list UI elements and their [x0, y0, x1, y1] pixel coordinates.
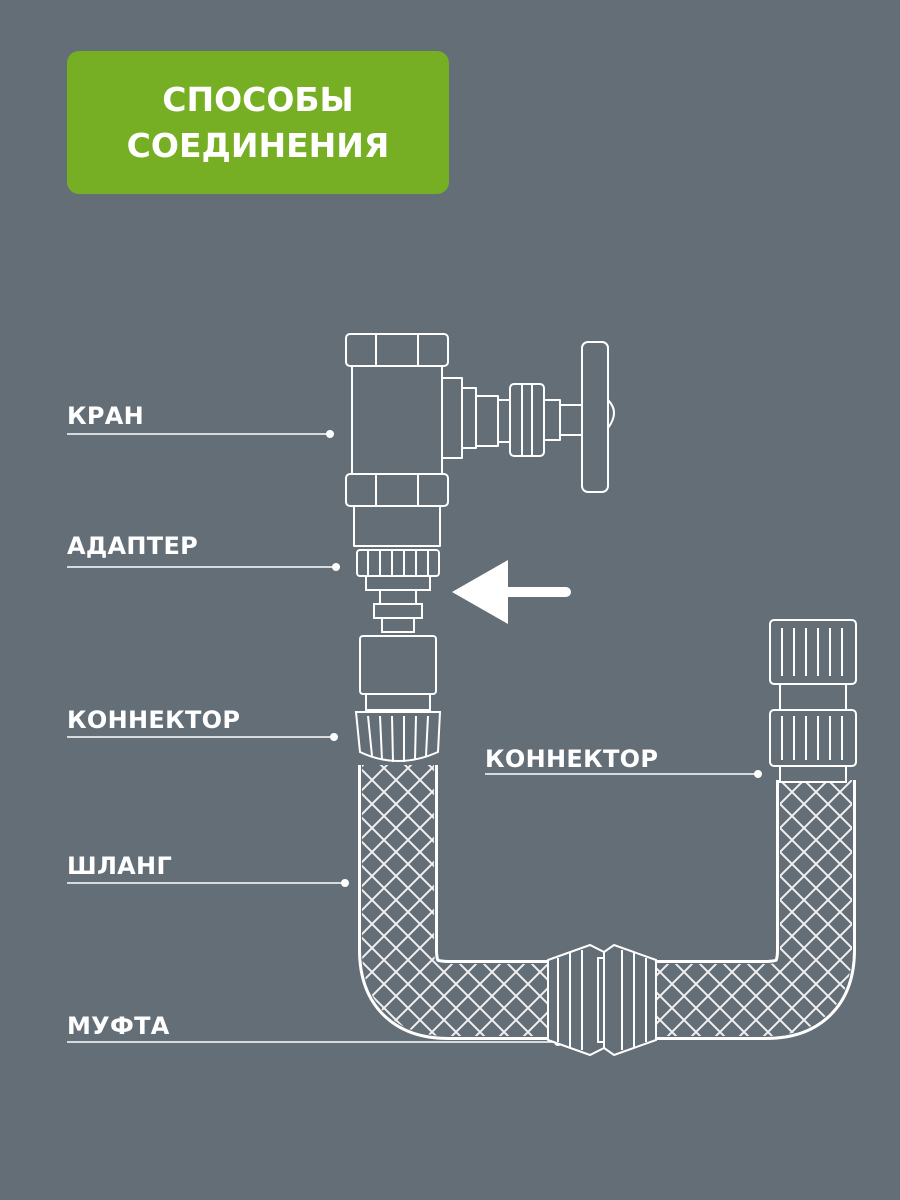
- faucet-icon: [345, 333, 615, 547]
- leader-hose-dot: [341, 879, 349, 887]
- adapter-icon: [356, 549, 440, 633]
- coupling-icon: [547, 943, 657, 1057]
- label-coupling: МУФТА: [67, 1012, 170, 1040]
- leader-connector-left-dot: [330, 733, 338, 741]
- label-kran: КРАН: [67, 402, 145, 430]
- leader-kran-dot: [326, 430, 334, 438]
- label-connector-right: КОННЕКТОР: [485, 745, 659, 773]
- label-adapter: АДАПТЕР: [67, 532, 199, 560]
- leader-adapter-dot: [332, 563, 340, 571]
- label-hose: ШЛАНГ: [67, 852, 173, 880]
- label-connector-left: КОННЕКТОР: [67, 706, 241, 734]
- leader-connector-right-dot: [754, 770, 762, 778]
- hose-icon: [358, 765, 856, 1040]
- connector-right-icon: [769, 619, 857, 783]
- title-box: СПОСОБЫ СОЕДИНЕНИЯ: [67, 51, 449, 194]
- arrow-left-icon: [452, 560, 571, 624]
- leader-lines: [67, 430, 762, 1046]
- connector-left-icon: [354, 635, 442, 763]
- title-line-2: СОЕДИНЕНИЯ: [126, 125, 390, 165]
- title-line-1: СПОСОБЫ: [162, 79, 354, 119]
